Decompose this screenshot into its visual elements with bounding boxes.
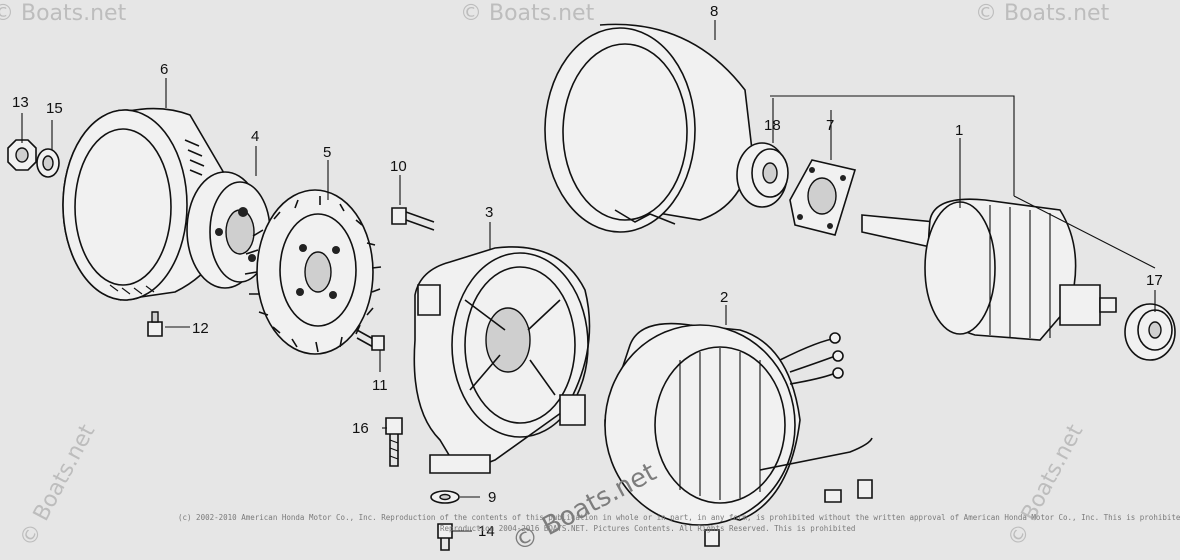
callout-1: 1 <box>955 122 963 139</box>
part-4-rotor-hub <box>186 171 271 289</box>
center-watermark: © Boats.net <box>507 457 661 558</box>
callout-17: 17 <box>1146 272 1163 289</box>
part-12-bolt <box>147 311 163 337</box>
watermark-top-right: © Boats.net <box>975 1 1110 26</box>
part-5-cooling-fan <box>244 189 382 355</box>
part-10-bolt <box>391 207 435 231</box>
callout-7: 7 <box>826 117 834 134</box>
part-11-bolt <box>356 329 385 351</box>
callout-13: 13 <box>12 94 29 111</box>
callout-4: 4 <box>251 128 259 145</box>
part-16-bolt <box>385 417 403 467</box>
part-7-bearing-plate <box>789 159 857 236</box>
watermark-bottom-right: © Boats.net <box>1003 420 1088 551</box>
callout-11: 11 <box>372 377 388 394</box>
callout-18: 18 <box>764 117 781 134</box>
copyright-line-2: Reproduction 2004-2016 BOATS.NET. Pictur… <box>440 524 855 533</box>
watermark-bottom-left: © Boats.net <box>15 420 100 551</box>
callout-9: 9 <box>488 489 496 506</box>
callout-8: 8 <box>710 3 718 20</box>
part-17-bearing <box>1124 303 1176 361</box>
callout-14: 14 <box>478 523 495 540</box>
watermark-top-center: © Boats.net <box>460 1 595 26</box>
callout-16: 16 <box>352 420 369 437</box>
watermark-top-left: © Boats.net <box>0 1 127 26</box>
part-8-cover-band <box>544 23 753 233</box>
part-15-washer <box>36 148 60 178</box>
part-6-fan-cover <box>62 107 231 301</box>
callout-3: 3 <box>485 204 493 221</box>
copyright-line-1: (c) 2002-2010 American Honda Motor Co., … <box>178 513 1180 522</box>
callout-10: 10 <box>390 158 407 175</box>
part-13-nut <box>7 139 37 171</box>
part-3-end-bracket <box>413 246 591 474</box>
part-2-stator <box>604 322 873 547</box>
callout-2: 2 <box>720 289 728 306</box>
callout-6: 6 <box>160 61 168 78</box>
callout-15: 15 <box>46 100 63 117</box>
leader-lines <box>21 20 1156 532</box>
part-18-bearing <box>736 142 789 208</box>
part-14-bolt <box>437 523 453 551</box>
part-1-rotor <box>861 198 1117 341</box>
callout-12: 12 <box>192 320 209 337</box>
part-callouts: 13 15 6 4 5 10 12 11 3 8 2 18 7 1 17 16 … <box>12 3 1163 540</box>
part-9-washer <box>430 490 460 504</box>
callout-5: 5 <box>323 144 331 161</box>
